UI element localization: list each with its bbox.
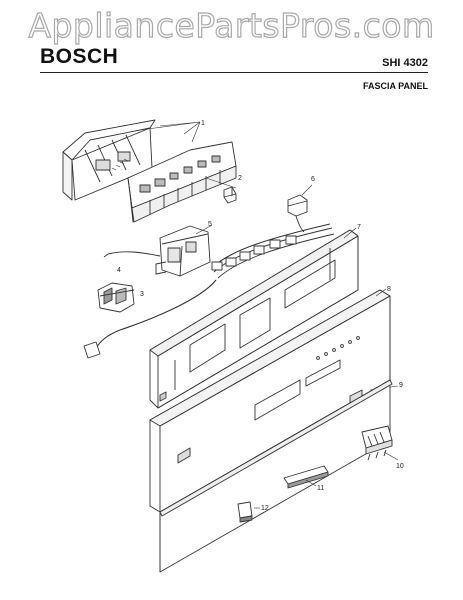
- part-handle-trim[interactable]: [283, 465, 329, 489]
- part-fascia-panel[interactable]: [149, 289, 391, 513]
- section-title: FASCIA PANEL: [362, 81, 428, 91]
- callout-3: 3: [140, 291, 144, 298]
- part-cable-harness[interactable]: [83, 223, 335, 359]
- part-keypad-switch[interactable]: [361, 425, 393, 461]
- part-bracket[interactable]: [155, 225, 211, 277]
- watermark-logo: AppliancePartsPros.com: [28, 5, 435, 45]
- part-panel-lower-section[interactable]: [159, 379, 393, 573]
- callout-11: 11: [317, 485, 324, 492]
- callout-6: 6: [311, 176, 315, 183]
- part-control-module[interactable]: [62, 119, 237, 223]
- part-mounting-frame[interactable]: [149, 229, 359, 409]
- part-connector[interactable]: [223, 186, 237, 204]
- callout-9: 9: [399, 382, 403, 389]
- model-number: SHI 4302: [382, 57, 428, 69]
- callout-2: 2: [238, 175, 242, 182]
- callout-1: 1: [201, 120, 205, 127]
- callout-10: 10: [396, 463, 404, 470]
- callout-5: 5: [208, 221, 212, 228]
- part-wire-lead[interactable]: [103, 251, 161, 258]
- part-harness-plug[interactable]: [287, 194, 308, 233]
- callout-12: 12: [261, 505, 269, 512]
- brand-logo: BOSCH: [40, 45, 119, 68]
- callout-8: 8: [387, 286, 391, 293]
- callout-7: 7: [357, 224, 361, 231]
- callout-4: 4: [117, 267, 121, 274]
- part-small-cover[interactable]: [237, 501, 253, 523]
- part-switch-block[interactable]: [97, 282, 135, 313]
- header-rule: [40, 72, 428, 73]
